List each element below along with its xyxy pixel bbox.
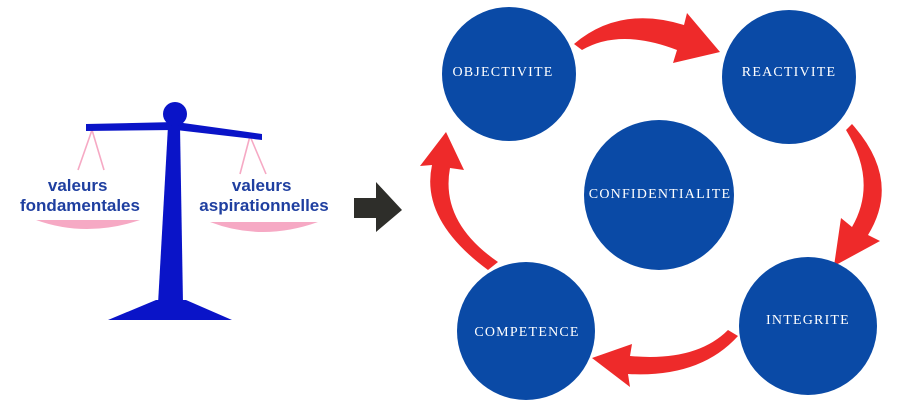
balance-scale: valeurs fondamentales valeurs aspiration… [20, 102, 329, 320]
right-label: valeurs aspirationnelles [199, 176, 328, 215]
scale-pillar [158, 126, 183, 304]
left-label-line-2: fondamentales [20, 196, 140, 215]
scale-knob [163, 102, 187, 126]
arrow-reactivite-to-integrite [834, 124, 882, 266]
label-confidentialite: CONFIDENTIALITE [589, 187, 731, 202]
scale-beam [86, 122, 262, 140]
label-objectivite: OBJECTIVITE [452, 65, 553, 80]
circle-competence [457, 262, 595, 400]
cycle-arrows [420, 13, 882, 387]
label-reactivite: REACTIVITE [742, 65, 836, 80]
pan-strings [77, 129, 267, 175]
value-circles [442, 7, 877, 400]
left-label: valeurs fondamentales [20, 176, 140, 215]
right-arrow-icon [354, 182, 402, 232]
arrow-integrite-to-competence [592, 330, 738, 387]
arrow-objectivite-to-reactivite [574, 13, 720, 63]
circle-confidentialite [584, 120, 734, 270]
arrow-competence-to-objectivite [420, 132, 498, 270]
circle-objectivite [442, 7, 576, 141]
left-label-line-1: valeurs [48, 176, 108, 195]
left-pan [36, 220, 140, 229]
label-competence: COMPETENCE [474, 325, 579, 340]
scale-base [108, 300, 232, 320]
right-pan [210, 222, 318, 232]
right-label-line-2: aspirationnelles [199, 196, 328, 215]
right-label-line-1: valeurs [232, 176, 292, 195]
circle-integrite [739, 257, 877, 395]
circle-reactivite [722, 10, 856, 144]
label-integrite: INTEGRITE [766, 313, 850, 328]
